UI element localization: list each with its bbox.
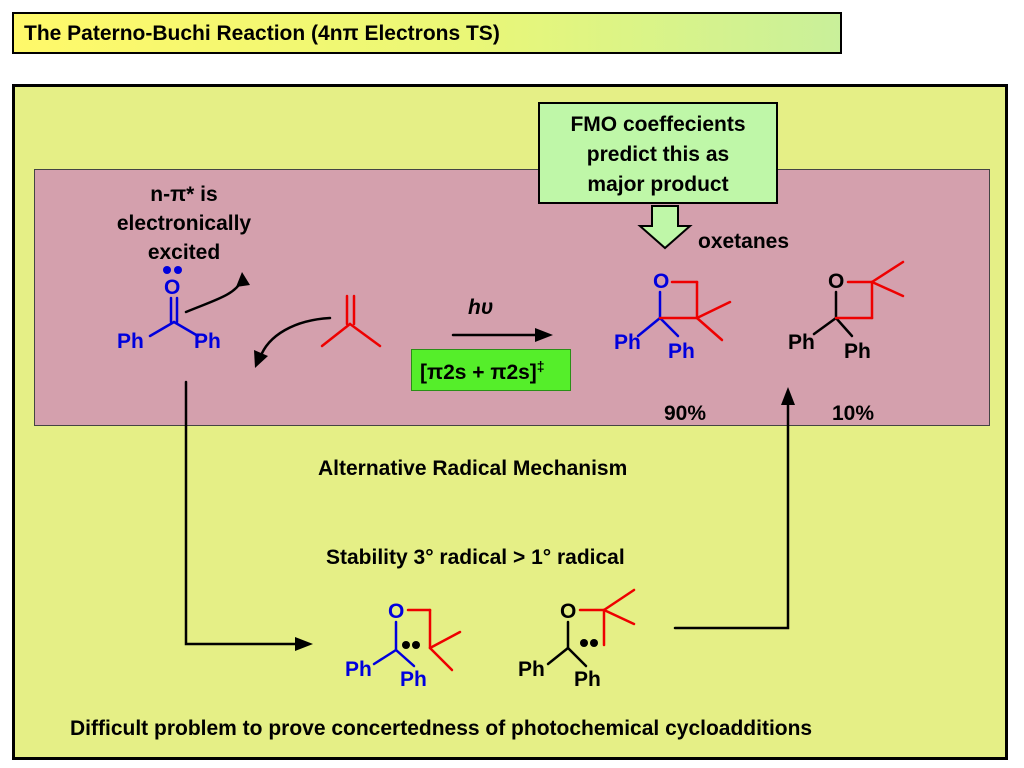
radical-dot (402, 641, 410, 649)
isobutylene-structure (320, 294, 382, 348)
oxetane-oxygen: O (828, 270, 845, 293)
oxetane-phenyl: Ph (668, 340, 695, 363)
hv-label: hυ (468, 296, 494, 319)
radical-dot (412, 641, 420, 649)
radical-phenyl: Ph (574, 668, 601, 691)
excitation-note-line: electronically (116, 212, 252, 235)
pi-notation: [π2s + π2s] (420, 361, 537, 384)
lone-pair-dot (174, 266, 182, 274)
radical-phenyl: Ph (518, 658, 545, 681)
oxetanes-label: oxetanes (698, 230, 790, 253)
phenyl-left: Ph (117, 330, 144, 353)
excitation-note-line: excited (147, 241, 221, 264)
excitation-note-line: n-π* is (150, 183, 218, 206)
radical-oxygen: O (388, 600, 405, 623)
transition-state-label: [π2s + π2s]‡ (420, 358, 545, 385)
yield-major: 90% (664, 402, 707, 425)
page-title: The Paterno-Buchi Reaction (4nπ Electron… (24, 22, 500, 45)
down-arrow-icon (637, 205, 693, 250)
yield-minor: 10% (832, 402, 875, 425)
fmo-note-line: major product (587, 173, 729, 196)
radical-phenyl: Ph (345, 658, 372, 681)
fmo-note-line: FMO coeffecients (570, 113, 746, 136)
title-bar (12, 12, 842, 54)
ring-closure-arrow (673, 398, 790, 630)
alt-mechanism-heading: Alternative Radical Mechanism (318, 457, 628, 480)
fmo-note-line: predict this as (586, 143, 730, 166)
oxetane-oxygen: O (653, 270, 670, 293)
excitation-note: n-π* is electronically excited (84, 180, 284, 267)
minor-oxetane-structure (812, 260, 905, 338)
radical-oxygen: O (560, 600, 577, 623)
dagger-mark: ‡ (536, 358, 545, 374)
phenyl-right: Ph (194, 330, 221, 353)
oxetane-phenyl: Ph (788, 331, 815, 354)
major-oxetane-structure (636, 280, 732, 342)
carbonyl-oxygen: O (164, 276, 181, 299)
oxetane-phenyl: Ph (844, 340, 871, 363)
tertiary-radical-structure (372, 608, 462, 672)
lone-pair-dot (163, 266, 171, 274)
radical-dot (580, 639, 588, 647)
benzophenone-structure (148, 296, 200, 338)
primary-radical-structure (546, 588, 636, 668)
footer-statement: Difficult problem to prove concertedness… (70, 717, 813, 740)
excitation-arrow (184, 278, 244, 314)
mechanism-path-arrow (184, 380, 300, 646)
oxetane-phenyl: Ph (614, 331, 641, 354)
radical-phenyl: Ph (400, 668, 427, 691)
transition-state-box (411, 349, 571, 391)
radical-dot (590, 639, 598, 647)
alkene-attack-arrow (258, 316, 332, 360)
fmo-note-box: FMO coeffecients predict this as major p… (538, 102, 778, 204)
stability-statement: Stability 3° radical > 1° radical (326, 546, 625, 569)
